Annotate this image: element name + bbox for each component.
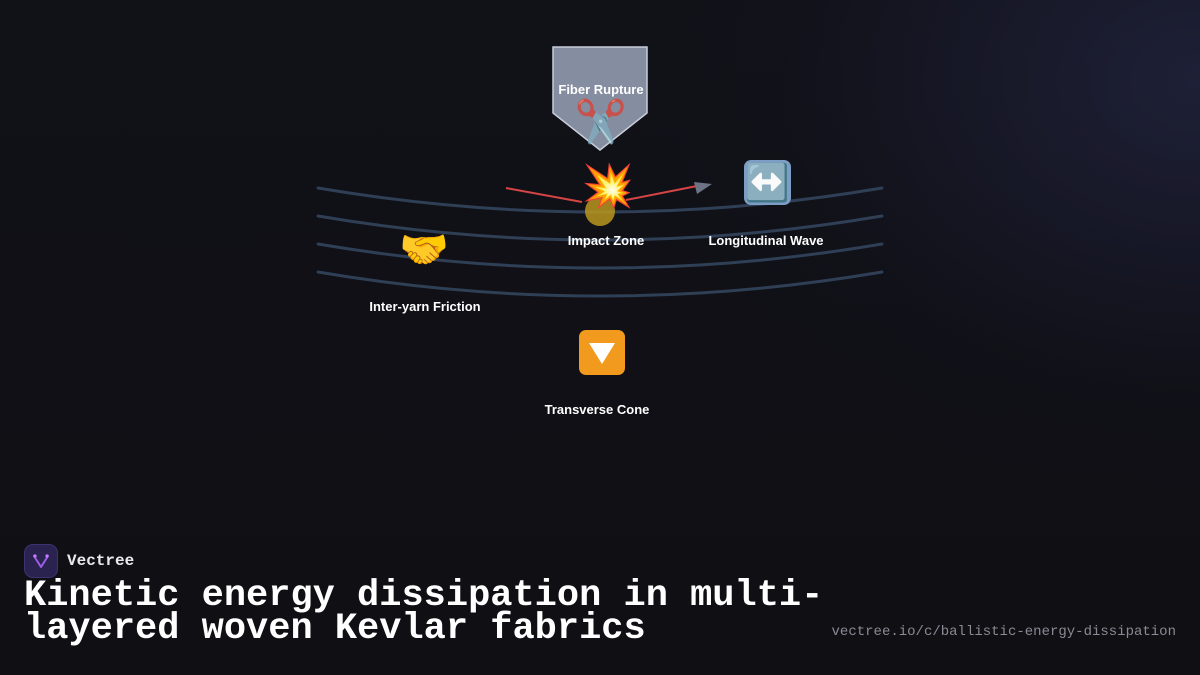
collision-icon: 💥	[582, 161, 634, 211]
fabric-layer-3	[316, 242, 884, 270]
node-inter-yarn-friction: 🤝 Inter-yarn Friction	[369, 227, 480, 314]
node-longitudinal-wave: ↔️ Longitudinal Wave	[708, 160, 824, 248]
brand: Vectree	[24, 544, 134, 578]
source-url[interactable]: vectree.io/c/ballistic-energy-dissipatio…	[831, 624, 1176, 640]
left-right-arrow-icon-bg	[744, 160, 791, 205]
page-title: Kinetic energy dissipation in multi-laye…	[24, 575, 824, 650]
fiber-rupture-label: Fiber Rupture	[558, 82, 643, 97]
brand-name: Vectree	[67, 552, 135, 570]
impact-line-right	[625, 185, 698, 201]
node-fiber-rupture: ✂️ Fiber Rupture	[552, 46, 648, 151]
handshake-icon: 🤝	[399, 227, 449, 273]
transverse-cone-label: Transverse Cone	[545, 402, 650, 417]
impact-dot	[585, 196, 615, 226]
inter-yarn-friction-label: Inter-yarn Friction	[369, 299, 480, 314]
fabric-layer-4	[316, 270, 884, 298]
fabric-layer-2	[316, 214, 884, 242]
wave-arrow-head	[694, 182, 712, 194]
longitudinal-wave-label: Longitudinal Wave	[708, 233, 823, 248]
down-triangle-button-icon	[589, 343, 615, 364]
energy-dissipation-diagram: ✂️ Fiber Rupture 💥 Impact Zone ↔️ Longit…	[316, 46, 884, 417]
fabric-layers	[316, 186, 884, 298]
impact-zone-label: Impact Zone	[568, 233, 645, 248]
vectree-logo-icon	[24, 544, 58, 578]
rupture-shield-shape	[552, 46, 648, 151]
node-transverse-cone: Transverse Cone	[545, 330, 650, 417]
left-right-arrow-icon: ↔️	[745, 162, 790, 204]
node-impact-zone: 💥 Impact Zone	[568, 161, 645, 248]
impact-line-left	[505, 187, 583, 203]
scissors-icon: ✂️	[575, 96, 627, 146]
